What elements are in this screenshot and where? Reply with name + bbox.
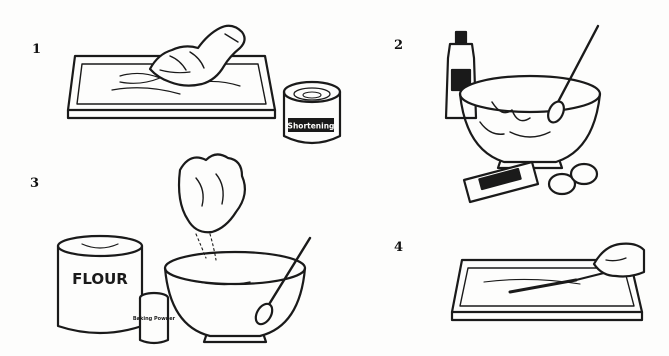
shortening-can-icon xyxy=(284,82,340,143)
step-4-panel: 4 xyxy=(380,220,655,350)
hand-icon xyxy=(594,244,644,277)
step-1-panel: 1 xyxy=(20,14,340,164)
spatula-icon xyxy=(510,272,608,292)
shortening-label: Shortening xyxy=(288,122,335,131)
sifter-hands-icon xyxy=(179,154,245,260)
bowl-icon xyxy=(460,76,600,168)
step-2-panel: 2 xyxy=(380,14,655,214)
hand-icon xyxy=(150,26,245,86)
spoon-icon xyxy=(545,26,598,125)
mixing-bowl-drawing xyxy=(380,14,655,214)
spreading-batter-drawing xyxy=(380,220,655,350)
bowl-icon xyxy=(165,252,305,342)
greasing-pan-drawing: Shortening xyxy=(20,14,340,164)
baking-powder-label: Baking Powder xyxy=(133,316,176,322)
sifting-flour-drawing: FLOUR Baking Powder xyxy=(20,150,340,350)
step-3-panel: 3 xyxy=(20,150,340,350)
flour-label: FLOUR xyxy=(72,270,128,288)
